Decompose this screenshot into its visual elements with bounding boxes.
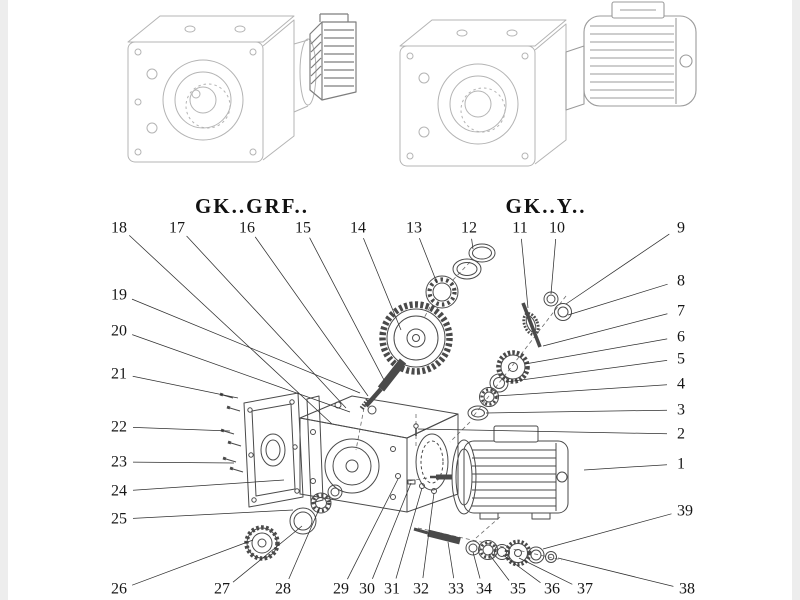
model-label-gk-grf: GK..GRF.. xyxy=(195,194,309,218)
part-number-22: 22 xyxy=(111,419,127,436)
part-number-35: 35 xyxy=(510,581,526,598)
leader-line-39 xyxy=(542,513,672,550)
part-number-24: 24 xyxy=(111,483,127,500)
part-number-34: 34 xyxy=(476,581,492,598)
leader-line-8 xyxy=(567,283,668,316)
leader-line-20 xyxy=(132,334,351,413)
gasket-and-cover-plate xyxy=(243,392,324,508)
leader-line-32 xyxy=(422,492,435,579)
leader-line-36 xyxy=(502,554,541,584)
part-number-3: 3 xyxy=(677,402,685,419)
leader-line-11 xyxy=(521,238,529,309)
part-number-38: 38 xyxy=(679,581,695,598)
part-number-14: 14 xyxy=(350,220,366,237)
leader-line-33 xyxy=(447,541,455,579)
leader-line-16 xyxy=(254,236,369,397)
motor-gk-y xyxy=(565,1,697,111)
leader-line-30 xyxy=(372,482,412,579)
leader-line-1 xyxy=(583,464,668,471)
part-number-18: 18 xyxy=(111,220,127,237)
leader-line-2 xyxy=(417,428,668,435)
fin-cover-gk-grf xyxy=(309,13,357,101)
leader-line-22 xyxy=(132,427,231,432)
leader-line-21 xyxy=(132,375,239,399)
leader-line-24 xyxy=(132,479,285,491)
part-number-25: 25 xyxy=(111,511,127,528)
part-number-32: 32 xyxy=(413,581,429,598)
leader-line-28 xyxy=(288,506,321,580)
part-number-11: 11 xyxy=(512,220,527,237)
part-number-6: 6 xyxy=(677,329,685,346)
part-number-15: 15 xyxy=(295,220,311,237)
part-number-26: 26 xyxy=(111,581,127,598)
leader-line-14 xyxy=(363,237,402,331)
part-number-12: 12 xyxy=(461,220,477,237)
part-number-29: 29 xyxy=(333,581,349,598)
leader-line-23 xyxy=(132,461,235,464)
part-number-33: 33 xyxy=(448,581,464,598)
leader-line-38 xyxy=(557,557,674,587)
leader-line-18 xyxy=(129,235,333,425)
page-edge-right xyxy=(792,0,800,600)
part-number-10: 10 xyxy=(549,220,565,237)
part-number-16: 16 xyxy=(239,220,255,237)
part-number-21: 21 xyxy=(111,366,127,383)
part-number-13: 13 xyxy=(406,220,422,237)
model-label-gk-y: GK..Y.. xyxy=(506,194,587,218)
part-number-4: 4 xyxy=(677,376,685,393)
leader-line-5 xyxy=(505,360,668,383)
leader-line-26 xyxy=(131,539,254,586)
part-number-39: 39 xyxy=(677,503,693,520)
leader-line-3 xyxy=(485,409,668,414)
leader-line-6 xyxy=(524,338,668,365)
leader-line-12 xyxy=(471,238,474,250)
leader-line-19 xyxy=(131,298,361,394)
gear-housing xyxy=(299,395,459,513)
assembled-view-gk-grf xyxy=(127,15,317,163)
exploded-view xyxy=(219,243,572,567)
part-number-1: 1 xyxy=(677,456,685,473)
leader-line-15 xyxy=(309,237,385,381)
leader-line-17 xyxy=(186,235,347,409)
part-number-17: 17 xyxy=(169,220,185,237)
leader-line-7 xyxy=(542,313,668,347)
part-number-30: 30 xyxy=(359,581,375,598)
input-gear-cluster xyxy=(359,243,496,411)
part-number-19: 19 xyxy=(111,287,127,304)
leader-line-10 xyxy=(550,238,557,295)
leader-line-37 xyxy=(518,557,573,585)
part-number-2: 2 xyxy=(677,426,685,443)
page-edge-left xyxy=(0,0,8,600)
leader-line-9 xyxy=(565,233,670,305)
part-number-20: 20 xyxy=(111,323,127,340)
leader-line-29 xyxy=(347,478,399,580)
output-shaft-parts xyxy=(413,527,557,567)
motor-exploded xyxy=(430,425,569,520)
part-number-9: 9 xyxy=(677,220,685,237)
part-number-8: 8 xyxy=(677,273,685,290)
leader-line-35 xyxy=(488,553,510,581)
leader-line-31 xyxy=(395,487,423,579)
part-number-28: 28 xyxy=(275,581,291,598)
leader-line-13 xyxy=(419,237,438,284)
part-number-27: 27 xyxy=(214,581,230,598)
part-number-23: 23 xyxy=(111,454,127,471)
part-number-36: 36 xyxy=(544,581,560,598)
leader-line-34 xyxy=(472,551,481,579)
leader-line-25 xyxy=(132,509,294,519)
part-number-5: 5 xyxy=(677,351,685,368)
leader-line-4 xyxy=(495,384,668,397)
leader-line-27 xyxy=(232,525,303,583)
part-number-37: 37 xyxy=(577,581,593,598)
part-number-31: 31 xyxy=(384,581,400,598)
part-number-7: 7 xyxy=(677,303,685,320)
